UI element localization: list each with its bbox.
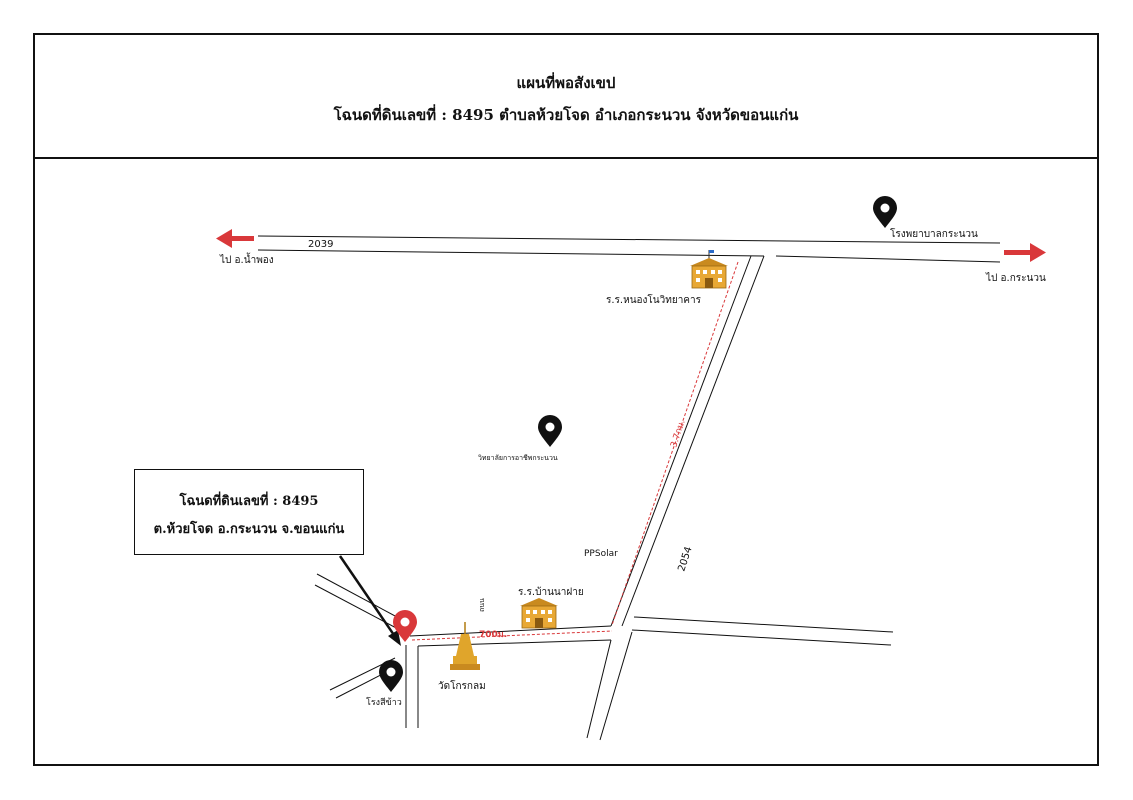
plot-callout-box: โฉนดที่ดินเลขที่ : 8495 ต.ห้วยโจด อ.กระน… bbox=[134, 469, 364, 555]
access-road bbox=[405, 625, 612, 728]
access-distance-label: 700ม. bbox=[479, 630, 507, 640]
temple-stupa-icon bbox=[450, 622, 480, 670]
map-frame bbox=[33, 33, 1099, 766]
plot-pin-icon bbox=[393, 610, 417, 642]
arrow-east-icon bbox=[1004, 243, 1046, 262]
road-2054 bbox=[586, 255, 765, 741]
school-north-icon bbox=[690, 250, 728, 289]
hospital-pin-icon bbox=[873, 196, 897, 228]
side-road-east bbox=[631, 616, 894, 646]
school-south-icon bbox=[520, 598, 558, 629]
map-title: แผนที่พอสังเขป bbox=[516, 74, 616, 92]
temple-label: วัดโกรกลม bbox=[438, 679, 486, 692]
map-subtitle: โฉนดที่ดินเลขที่ : 8495 ตำบลห้วยโจด อำเภ… bbox=[333, 106, 799, 124]
school-south-label: ร.ร.บ้านนาฝาย bbox=[518, 586, 584, 598]
arrow-west-icon bbox=[216, 229, 254, 248]
hospital-label: โรงพยาบาลกระนวน bbox=[890, 227, 978, 240]
highway-2039 bbox=[257, 235, 1001, 263]
college-label: วิทยาลัยการอาชีพกระนวน bbox=[478, 454, 558, 462]
to-east-label: ไป อ.กระนวน bbox=[985, 272, 1046, 284]
callout-line-1: โฉนดที่ดินเลขที่ : 8495 bbox=[179, 494, 319, 509]
road-2054-label: 2054 bbox=[676, 545, 694, 573]
small-road-label: ถนน bbox=[478, 598, 486, 612]
callout-pointer bbox=[338, 555, 401, 646]
college-pin-icon bbox=[538, 415, 562, 447]
callout-line-2: ต.ห้วยโจด อ.กระนวน จ.ขอนแก่น bbox=[153, 522, 345, 537]
school-north-label: ร.ร.หนองโนวิทยาคาร bbox=[606, 293, 702, 306]
solar-label: PPSolar bbox=[584, 549, 618, 559]
mill-pin-icon bbox=[379, 660, 403, 692]
to-west-label: ไป อ.น้ำพอง bbox=[219, 252, 274, 266]
map-header: แผนที่พอสังเขป โฉนดที่ดินเลขที่ : 8495 ต… bbox=[33, 33, 1099, 159]
branch-distance-label: 3.7กม. bbox=[669, 419, 687, 449]
route-branch bbox=[611, 261, 739, 626]
mill-label: โรงสีข้าว bbox=[366, 697, 402, 708]
highway-2039-label: 2039 bbox=[308, 239, 333, 250]
route-access bbox=[411, 630, 613, 641]
